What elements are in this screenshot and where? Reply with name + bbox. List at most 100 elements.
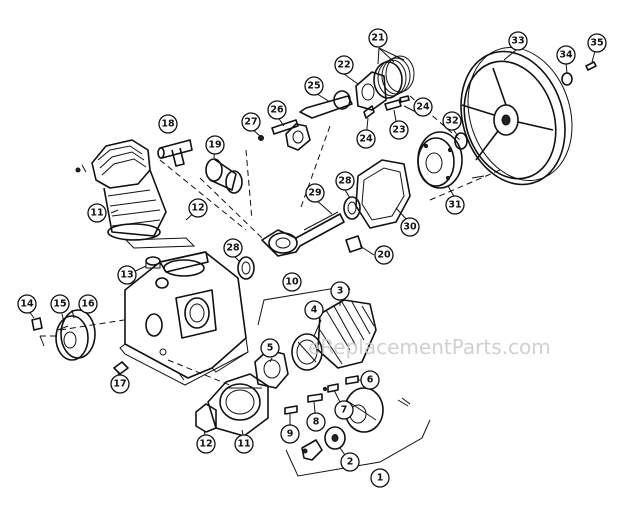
impeller [301, 439, 323, 461]
callout-25: 25 [304, 76, 324, 96]
callout-27: 27 [241, 112, 261, 132]
key [471, 175, 485, 179]
svg-text:14: 14 [20, 299, 34, 310]
callout-15: 15 [50, 294, 70, 314]
svg-text:6: 6 [367, 375, 374, 386]
watermark-text: eReplacementParts.com [308, 335, 551, 359]
alignment-lines [40, 95, 501, 387]
callout-14: 14 [17, 294, 37, 314]
svg-text:21: 21 [371, 33, 384, 44]
callout-7: 7 [334, 400, 354, 420]
callout-1: 1 [370, 468, 390, 488]
svg-text:16: 16 [81, 299, 95, 310]
callout-20: 20 [374, 245, 394, 265]
callout-22: 22 [334, 55, 354, 75]
svg-text:11: 11 [90, 208, 103, 219]
svg-text:7: 7 [341, 405, 348, 416]
svg-text:3: 3 [337, 286, 344, 297]
callout-19: 19 [205, 135, 225, 155]
callout-23: 23 [389, 120, 409, 140]
washer [561, 72, 573, 86]
svg-text:23: 23 [392, 125, 405, 136]
callout-34: 34 [556, 45, 576, 65]
fitting [113, 361, 129, 375]
callout-24-right: 24 [413, 97, 433, 117]
callout-10: 10 [282, 272, 302, 292]
seal-plate [417, 131, 463, 189]
gasket-upper [124, 237, 196, 249]
callout-16: 16 [78, 294, 98, 314]
end-cover [55, 309, 96, 361]
callouts: 1 2 3 4 5 6 7 8 9 10 11 11 12 12 13 14 1… [17, 28, 607, 488]
upper-cylinder [75, 139, 167, 241]
svg-text:29: 29 [308, 188, 321, 199]
svg-text:31: 31 [448, 200, 461, 211]
connecting-rod [285, 90, 353, 151]
callout-13: 13 [117, 265, 137, 285]
svg-text:32: 32 [445, 116, 458, 127]
callout-17: 17 [110, 374, 130, 394]
svg-text:27: 27 [244, 117, 257, 128]
tee-fitting [157, 139, 193, 167]
svg-text:1: 1 [377, 473, 384, 484]
small-parts [284, 375, 359, 415]
svg-text:22: 22 [337, 60, 350, 71]
rod-nut [258, 135, 264, 141]
callout-29: 29 [305, 183, 325, 203]
callout-5: 5 [260, 338, 280, 358]
callout-28-left: 28 [223, 238, 243, 258]
callout-11-lower: 11 [234, 434, 254, 454]
svg-text:35: 35 [590, 38, 603, 49]
svg-text:26: 26 [270, 105, 284, 116]
piston-rings [373, 55, 415, 99]
oil-seal [454, 132, 468, 150]
callout-18: 18 [158, 114, 178, 134]
fitting-20 [345, 235, 363, 253]
screw [585, 61, 597, 71]
callout-9: 9 [280, 424, 300, 444]
svg-text:17: 17 [113, 379, 126, 390]
svg-text:13: 13 [120, 270, 133, 281]
svg-text:24: 24 [416, 102, 430, 113]
rod-bolt [271, 119, 299, 135]
pulley-flywheel [460, 47, 573, 186]
fan [291, 333, 323, 371]
svg-text:18: 18 [161, 119, 175, 130]
callout-32: 32 [442, 111, 462, 131]
svg-text:28: 28 [338, 176, 352, 187]
piston [355, 71, 387, 111]
callout-31: 31 [445, 195, 465, 215]
drain-plug [31, 317, 43, 331]
lower-cylinder [195, 373, 269, 437]
callout-2: 2 [340, 452, 360, 472]
callout-21: 21 [368, 28, 388, 48]
svg-text:10: 10 [285, 277, 299, 288]
unloader [205, 158, 243, 194]
callout-30: 30 [400, 217, 420, 237]
callout-12-upper: 12 [188, 198, 208, 218]
svg-text:34: 34 [559, 50, 573, 61]
gasket-30 [355, 159, 411, 229]
callout-6: 6 [360, 370, 380, 390]
svg-text:20: 20 [377, 250, 391, 261]
svg-text:4: 4 [311, 305, 318, 316]
crankshaft [261, 211, 345, 257]
bracket-1 [285, 419, 431, 477]
svg-text:8: 8 [313, 417, 320, 428]
callout-24-left: 24 [356, 129, 376, 149]
svg-text:25: 25 [307, 81, 320, 92]
callout-26: 26 [267, 100, 287, 120]
end-cap [344, 387, 411, 433]
svg-text:30: 30 [403, 222, 417, 233]
callout-3: 3 [330, 281, 350, 301]
svg-text:15: 15 [53, 299, 66, 310]
rotor [324, 426, 346, 450]
leader-lines [27, 47, 596, 463]
breather-cap [145, 256, 161, 269]
svg-text:12: 12 [191, 203, 204, 214]
callout-11-upper: 11 [87, 203, 107, 223]
svg-text:9: 9 [287, 429, 294, 440]
wrist-pin [363, 95, 410, 119]
svg-text:5: 5 [267, 343, 274, 354]
